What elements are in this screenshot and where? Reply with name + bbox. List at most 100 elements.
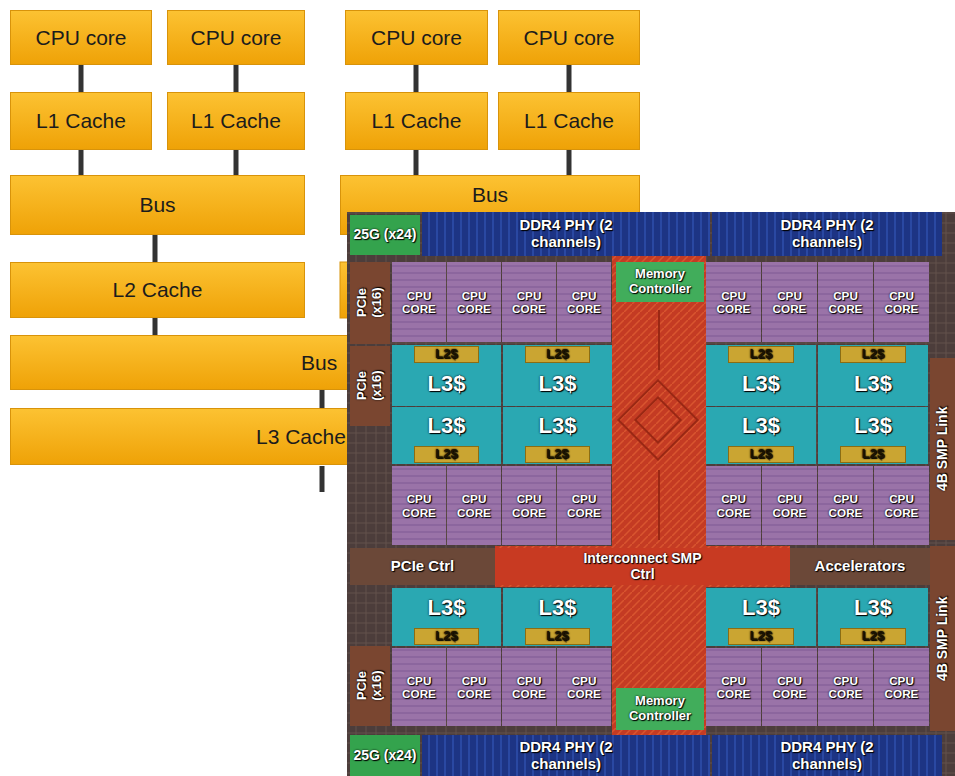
node-label: L2$ — [862, 629, 884, 644]
node-label: CPU core — [35, 26, 126, 50]
l3-cache-block: L3$ — [706, 589, 816, 627]
cache-hierarchy-box: Bus — [10, 175, 305, 235]
node-label: CPU CORE — [447, 674, 501, 700]
node-label: L3$ — [742, 372, 780, 397]
node-label: Memory Controller — [618, 694, 702, 723]
memory-controller-block: Memory Controller — [616, 688, 704, 730]
node-label: 4B SMP Link — [935, 364, 951, 534]
cpu-core-block: CPU CORE — [392, 466, 446, 545]
cache-hierarchy-box: L1 Cache — [498, 92, 640, 150]
node-label: L2$ — [435, 447, 457, 462]
l3-cache-block: L3$ — [503, 363, 612, 406]
node-label: L1 Cache — [191, 109, 281, 133]
cpu-core-block: CPU CORE — [706, 466, 761, 545]
node-label: Bus — [139, 193, 175, 217]
node-label: L2$ — [435, 347, 457, 362]
node-label: CPU CORE — [502, 674, 556, 700]
node-label: CPU CORE — [874, 492, 929, 518]
serdes-block: 25G (x24) — [350, 215, 420, 255]
node-label: L2$ — [435, 629, 457, 644]
bus-wire — [153, 318, 158, 335]
node-label: L2$ — [750, 629, 772, 644]
node-label: L3$ — [539, 414, 577, 439]
node-label: PCIe (x16) — [355, 277, 384, 329]
interconnect-fabric — [612, 256, 706, 736]
cpu-core-block: CPU CORE — [392, 648, 446, 726]
l3-cache-block: L3$ — [503, 408, 612, 445]
l2-cache-block: L2$ — [840, 446, 906, 463]
l2-cache-block: L2$ — [525, 346, 590, 363]
node-label: 25G (x24) — [353, 748, 416, 764]
cpu-core-block: CPU CORE — [818, 648, 873, 726]
node-label: L1 Cache — [372, 109, 462, 133]
bus-wire — [234, 65, 239, 92]
node-label: 4B SMP Link — [935, 553, 951, 723]
cpu-core-block: CPU CORE — [447, 648, 501, 726]
node-label: CPU CORE — [502, 492, 556, 518]
node-label: CPU CORE — [447, 289, 501, 315]
node-label: L3$ — [428, 372, 466, 397]
node-label: L3$ — [854, 414, 892, 439]
cpu-core-block: CPU CORE — [557, 466, 611, 545]
bus-wire — [320, 466, 325, 492]
cpu-core-block: CPU CORE — [502, 466, 556, 545]
serdes-block: 25G (x24) — [350, 735, 420, 776]
cpu-core-block: CPU CORE — [502, 262, 556, 342]
node-label: CPU CORE — [392, 674, 446, 700]
cache-hierarchy-box: CPU core — [498, 10, 640, 65]
bus-wire — [414, 65, 419, 92]
pcie-block: PCIe (x16) — [350, 262, 390, 344]
bus-wire — [234, 150, 239, 175]
cpu-core-block: CPU CORE — [874, 466, 929, 545]
l2-cache-block: L2$ — [728, 628, 794, 645]
node-label: PCIe (x16) — [355, 660, 384, 712]
cpu-core-block: CPU CORE — [502, 648, 556, 726]
node-label: CPU CORE — [447, 492, 501, 518]
bus-wire — [79, 150, 84, 175]
node-label: CPU CORE — [502, 289, 556, 315]
l2-cache-block: L2$ — [728, 346, 794, 363]
node-label: L2$ — [750, 447, 772, 462]
node-label: L2$ — [546, 447, 568, 462]
node-label: CPU CORE — [392, 492, 446, 518]
l3-cache-block: L3$ — [503, 589, 612, 627]
l3-cache-block: L3$ — [818, 589, 928, 627]
bus-wire — [567, 150, 572, 175]
node-label: CPU CORE — [557, 289, 611, 315]
l3-cache-block: L3$ — [392, 363, 501, 406]
bus-wire — [567, 65, 572, 92]
l3-cache-block: L3$ — [706, 408, 816, 445]
smp-link-block: 4B SMP Link — [930, 358, 955, 540]
node-label: CPU CORE — [392, 289, 446, 315]
interconnect-block: Interconnect SMP Ctrl — [495, 548, 790, 585]
node-label: PCIe (x16) — [355, 360, 384, 412]
node-label: CPU core — [190, 26, 281, 50]
cpu-core-block: CPU CORE — [818, 262, 873, 342]
cpu-core-block: CPU CORE — [762, 262, 817, 342]
cpu-core-block: CPU CORE — [818, 466, 873, 545]
interconnect-fabric — [495, 546, 790, 587]
node-label: Bus — [472, 183, 508, 207]
fabric-detail — [618, 310, 697, 540]
node-label: CPU CORE — [762, 289, 817, 315]
cache-hierarchy-box: L1 Cache — [345, 92, 488, 150]
node-label: DDR4 PHY (2 channels) — [501, 739, 631, 773]
node-label: CPU CORE — [557, 674, 611, 700]
node-label: L3$ — [539, 372, 577, 397]
bus-wire — [320, 390, 325, 408]
cpu-core-block: CPU CORE — [874, 262, 929, 342]
node-label: CPU CORE — [762, 492, 817, 518]
l2-cache-block: L2$ — [414, 628, 479, 645]
l3-cache-block: L3$ — [392, 589, 501, 627]
l3-cache-block: L3$ — [818, 408, 928, 445]
cpu-core-block: CPU CORE — [447, 262, 501, 342]
node-label: L3$ — [428, 596, 466, 621]
bus-wire — [414, 150, 419, 175]
node-label: Bus — [301, 351, 337, 375]
bus-wire — [153, 235, 158, 262]
node-label: L3$ — [428, 414, 466, 439]
node-label: CPU CORE — [818, 289, 873, 315]
node-label: DDR4 PHY (2 channels) — [501, 217, 631, 251]
node-label: Interconnect SMP Ctrl — [583, 551, 703, 582]
smp-link-block: 4B SMP Link — [930, 546, 955, 731]
